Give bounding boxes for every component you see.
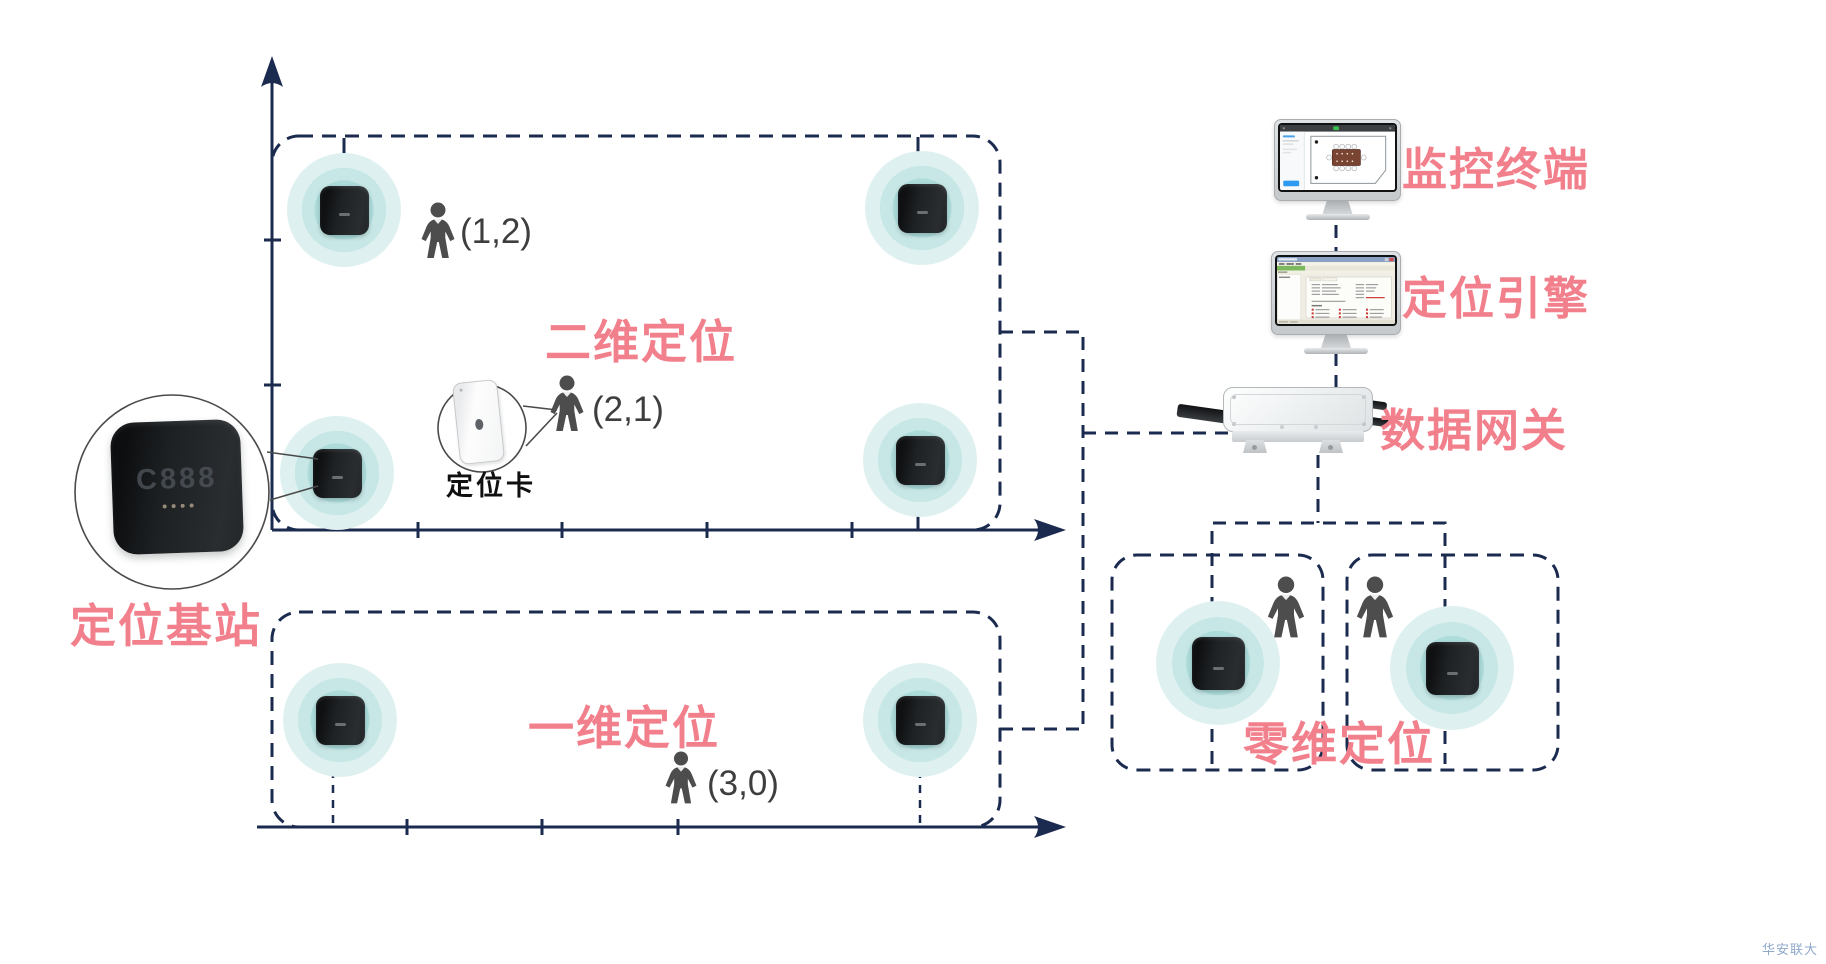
y-axis-arrow [261,56,283,87]
coordinate-label-12: (1,2) [460,212,532,251]
monitor-terminal-label: 监控终端 [1402,144,1591,195]
anchor-node-2d-topleft [287,153,401,267]
floorplan-app-screenshot [1280,125,1395,190]
anchor-cube [895,695,945,745]
zone-0d-label: 零维定位 [1243,718,1435,770]
anchor-node-0d-left [1156,601,1280,725]
anchor-node-1d-right [863,663,977,777]
gateway-body-front [1232,431,1364,442]
monitor-stand-base [1304,348,1368,354]
person-icon-2d-b [547,375,587,437]
anchor-node-2d-bottomright [863,403,977,517]
tag-card-device [451,378,506,466]
anchor-cube [897,183,947,233]
anchor-node-2d-topright [865,151,979,265]
anchor-cube [315,695,365,745]
anchor-cube [319,185,369,235]
zone-1d-label: 一维定位 [528,702,720,754]
coordinate-label-30: (3,0) [707,764,779,803]
zone-0d-right-box [1345,553,1560,772]
anchor-node-2d-bottomleft [280,416,394,530]
monitor-terminal-device [1274,119,1401,220]
data-gateway-device [1175,384,1390,458]
monitor-frame [1271,251,1401,335]
tag-card-label: 定位卡 [446,471,536,501]
positioning-engine-label: 定位引擎 [1402,273,1591,324]
gateway-body-top [1223,387,1373,432]
station-led-dots [162,503,194,509]
zone-2d-label: 二维定位 [545,316,737,368]
monitor-stand-neck [1321,335,1351,348]
monitor-stand-neck [1322,201,1353,214]
x-axis-1d-arrow [1034,816,1066,838]
x-axis-2d-arrow [1034,519,1066,541]
monitor-screen [1275,255,1397,326]
person-icon-0d-left [1264,576,1308,644]
person-icon-0d-right [1353,576,1397,644]
person-icon-2d-a [418,202,458,264]
zone-0d-left-box [1110,553,1325,772]
station-model-text: C888 [135,461,218,497]
person-icon-1d [662,751,700,809]
anchor-cube [895,435,945,485]
anchor-cube [1425,641,1479,695]
coordinate-label-21: (2,1) [592,390,664,429]
base-station-label: 定位基站 [70,600,262,652]
anchor-node-1d-left [283,663,397,777]
gateway-mount-foot [1319,440,1343,453]
base-station-closeup: C888 [109,418,245,556]
engine-app-screenshot [1277,257,1395,324]
anchor-cube [1191,636,1245,690]
watermark-text: 华安联大 [1761,942,1818,957]
gateway-mount-foot [1243,440,1267,453]
positioning-engine-device [1271,251,1401,354]
anchor-node-0d-right [1390,606,1514,730]
data-gateway-label: 数据网关 [1380,405,1569,456]
monitor-screen [1278,123,1397,192]
monitor-stand-base [1305,214,1370,220]
monitor-frame [1274,119,1401,201]
anchor-cube [312,448,362,498]
